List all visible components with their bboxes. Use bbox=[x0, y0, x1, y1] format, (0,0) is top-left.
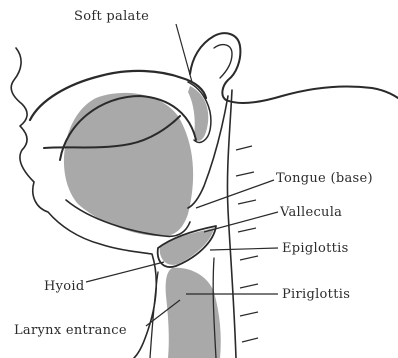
vertebra-tick bbox=[240, 284, 258, 288]
vertebra-tick bbox=[238, 228, 256, 232]
vertebra-tick bbox=[236, 146, 252, 150]
label-vallecula: Vallecula bbox=[279, 205, 342, 220]
shaded-regions bbox=[64, 86, 221, 358]
label-hyoid: Hyoid bbox=[44, 279, 85, 294]
vertebra-tick bbox=[240, 312, 258, 316]
label-soft-palate: Soft palate bbox=[74, 9, 149, 24]
label-epiglottis: Epiglottis bbox=[282, 241, 349, 256]
nasal-inner-line bbox=[214, 45, 232, 78]
vertebra-tick bbox=[236, 172, 254, 176]
nasopharynx-outline bbox=[190, 33, 398, 103]
epiglottis-leader bbox=[210, 248, 278, 250]
vertebra-tick bbox=[242, 338, 258, 342]
vertebra-ticks bbox=[236, 146, 258, 342]
larynx-outline-front bbox=[150, 272, 158, 358]
label-larynx-entrance: Larynx entrance bbox=[14, 323, 127, 338]
label-tongue-base: Tongue (base) bbox=[276, 171, 373, 186]
vertebra-tick bbox=[238, 200, 256, 204]
tongue-shading bbox=[64, 93, 193, 236]
tongue-base-leader bbox=[196, 180, 274, 208]
larynx-shading bbox=[166, 268, 221, 358]
label-piriglottis: Piriglottis bbox=[282, 287, 350, 302]
vertebra-tick bbox=[240, 256, 258, 260]
hyoid-leader bbox=[86, 262, 164, 282]
soft-palate-leader bbox=[176, 24, 192, 82]
vallecula-leader bbox=[204, 212, 278, 232]
